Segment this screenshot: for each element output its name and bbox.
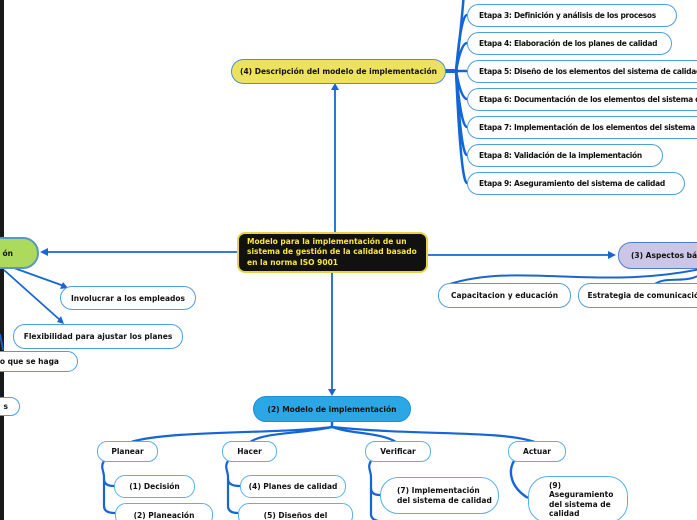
topic-left-clipped[interactable]: ón — [0, 237, 39, 269]
phva-label: Verificar — [380, 447, 416, 456]
left-child-label: Involucrar a los empleados — [70, 293, 186, 303]
topic-descripcion-modelo[interactable]: (4) Descripción del modelo de implementa… — [231, 59, 446, 84]
left-child-label: r lo que se haga — [0, 357, 59, 366]
stage-etapa-5[interactable]: Etapa 5: Diseño de los elementos del sis… — [467, 60, 697, 83]
left-child-flexibilidad[interactable]: Flexibilidad para ajustar los planes — [13, 324, 183, 349]
stage-label: Etapa 8: Validación de la implementación — [479, 151, 642, 160]
stage-label: Etapa 5: Diseño de los elementos del sis… — [479, 67, 697, 76]
topic-modelo-implementacion-label: (2) Modelo de implementación — [267, 404, 397, 414]
topic-descripcion-modelo-label: (4) Descripción del modelo de implementa… — [240, 67, 437, 76]
phva-label: Planear — [111, 447, 144, 456]
stage-etapa-4[interactable]: Etapa 4: Elaboración de los planes de ca… — [467, 32, 672, 55]
sub-label: (1) Decisión — [129, 482, 180, 491]
planear-child-planeacion[interactable]: (2) Planeación — [115, 503, 213, 520]
phva-label: Actuar — [523, 447, 551, 456]
right-child-capacitacion[interactable]: Capacitacion y educación — [438, 283, 571, 308]
stage-etapa-8[interactable]: Etapa 8: Validación de la implementación — [467, 144, 663, 167]
stage-label: Etapa 7: Implementación de los elementos… — [479, 123, 697, 132]
right-child-label: Estrategia de comunicación — [587, 291, 697, 300]
topic-modelo-implementacion[interactable]: (2) Modelo de implementación — [253, 396, 411, 422]
planear-child-decision[interactable]: (1) Decisión — [114, 475, 195, 498]
stage-label: Etapa 4: Elaboración de los planes de ca… — [479, 39, 658, 48]
hacer-child-disenos[interactable]: (5) Diseños del — [238, 503, 353, 520]
central-topic-label: Modelo para la implementación de un sist… — [247, 236, 417, 267]
stage-etapa-6[interactable]: Etapa 6: Documentación de los elementos … — [467, 88, 697, 111]
hacer-child-planes[interactable]: (4) Planes de calidad — [240, 475, 346, 498]
right-child-label: Capacitacion y educación — [450, 291, 559, 300]
right-child-estrategia[interactable]: Estrategia de comunicación — [578, 283, 697, 308]
phva-label: Hacer — [237, 447, 262, 456]
left-child-clipped-1[interactable]: r lo que se haga — [0, 351, 78, 372]
sub-label: (5) Diseños del — [263, 510, 328, 520]
actuar-child-aseguramiento[interactable]: (9) Aseguramiento del sistema de calidad — [528, 476, 628, 520]
topic-aspectos-basicos[interactable]: (3) Aspectos básicos — [618, 242, 697, 269]
left-child-label: Flexibilidad para ajustar los planes — [23, 332, 173, 341]
stage-label: Etapa 6: Documentación de los elementos … — [479, 95, 697, 104]
sub-label: (7) Implementación del sistema de calida… — [397, 486, 492, 505]
phva-planear[interactable]: Planear — [97, 441, 158, 462]
sub-label: (4) Planes de calidad — [248, 482, 338, 491]
left-child-involucrar[interactable]: Involucrar a los empleados — [60, 286, 196, 310]
stage-label: Etapa 9: Aseguramiento del sistema de ca… — [479, 179, 665, 188]
left-child-clipped-2[interactable]: s — [0, 397, 20, 416]
stage-etapa-9[interactable]: Etapa 9: Aseguramiento del sistema de ca… — [467, 172, 685, 195]
phva-actuar[interactable]: Actuar — [508, 441, 566, 462]
stage-etapa-7[interactable]: Etapa 7: Implementación de los elementos… — [467, 116, 697, 139]
topic-aspectos-basicos-label: (3) Aspectos básicos — [631, 251, 697, 260]
central-topic[interactable]: Modelo para la implementación de un sist… — [237, 232, 428, 273]
sub-label: (9) Aseguramiento del sistema de calidad — [549, 480, 614, 519]
stage-etapa-3[interactable]: Etapa 3: Definición y análisis de los pr… — [467, 4, 677, 27]
phva-verificar[interactable]: Verificar — [365, 441, 431, 462]
sub-label: (2) Planeación — [133, 510, 195, 520]
stage-label: Etapa 3: Definición y análisis de los pr… — [479, 11, 656, 20]
verificar-child-implementacion[interactable]: (7) Implementación del sistema de calida… — [380, 477, 499, 514]
left-child-label: s — [3, 402, 8, 411]
topic-left-label: ón — [2, 248, 14, 258]
phva-hacer[interactable]: Hacer — [222, 441, 277, 462]
